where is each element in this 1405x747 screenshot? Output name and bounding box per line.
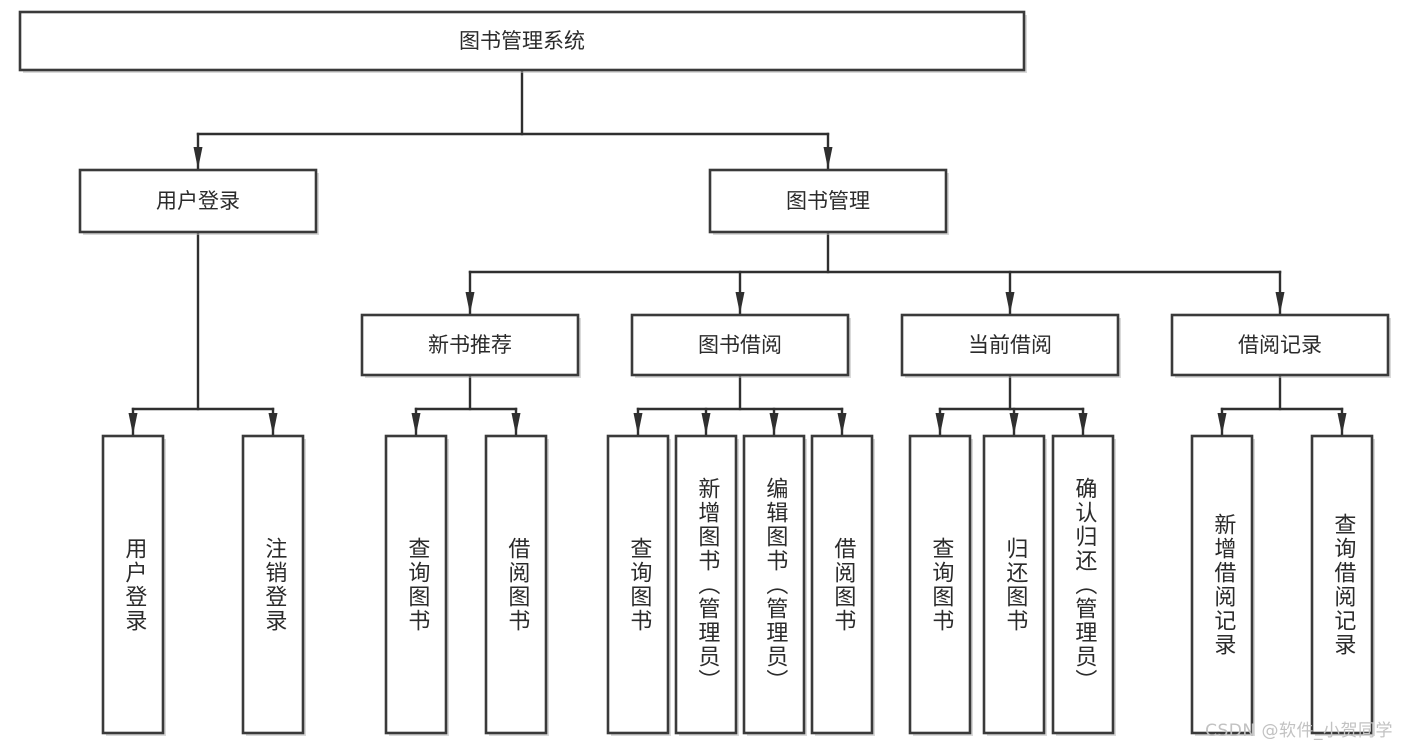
node-box-leaf-confirm-return[interactable] (1051, 434, 1115, 735)
arrowhead-icon-new-book-recommend (465, 292, 475, 314)
node-box-leaf-logout-login[interactable] (241, 434, 305, 735)
arrowhead-icon-leaf-add-book (701, 413, 711, 435)
node-box-leaf-user-login[interactable] (101, 434, 165, 735)
arrowhead-icon-leaf-query-book-borrow (633, 413, 643, 435)
arrowhead-icon-leaf-query-book-current (935, 413, 945, 435)
node-box-borrow-record[interactable] (1170, 313, 1390, 377)
node-label-current-borrow: 当前借阅 (968, 333, 1052, 357)
arrowhead-icon-borrow-record (1275, 292, 1285, 314)
arrowhead-icon-user-login (193, 147, 203, 169)
arrowhead-icon-leaf-borrow-book (837, 413, 847, 435)
node-box-leaf-edit-book[interactable] (742, 434, 806, 735)
watermark-text: CSDN @软件_小贺同学 (1205, 721, 1393, 741)
arrowhead-icon-leaf-return-book (1009, 413, 1019, 435)
node-box-user-login[interactable] (78, 168, 318, 234)
node-box-leaf-borrow-book[interactable] (810, 434, 874, 735)
node-box-current-borrow[interactable] (900, 313, 1120, 377)
node-box-layer (18, 10, 1391, 736)
arrowhead-icon-leaf-query-borrow-record (1337, 413, 1347, 435)
node-box-book-borrow[interactable] (630, 313, 850, 377)
arrowhead-icon-leaf-edit-book (769, 413, 779, 435)
node-label-book-management: 图书管理 (786, 189, 870, 213)
node-box-new-book-recommend[interactable] (360, 313, 580, 377)
node-label-borrow-record: 借阅记录 (1238, 333, 1322, 357)
node-box-leaf-query-book-borrow[interactable] (606, 434, 670, 735)
arrowhead-icon-leaf-borrow-book-recommend (511, 413, 521, 435)
node-box-leaf-add-borrow-record[interactable] (1190, 434, 1254, 735)
arrowhead-icon-book-management (823, 147, 833, 169)
node-box-root[interactable] (18, 10, 1026, 72)
node-box-leaf-query-book-recommend[interactable] (384, 434, 448, 735)
node-box-leaf-add-book[interactable] (674, 434, 738, 735)
arrowhead-icon-leaf-confirm-return (1078, 413, 1088, 435)
arrowhead-icon-leaf-user-login (128, 413, 138, 435)
node-label-user-login: 用户登录 (156, 189, 240, 213)
connector-layer (128, 68, 1347, 437)
node-label-new-book-recommend: 新书推荐 (428, 333, 512, 357)
node-box-leaf-query-book-current[interactable] (908, 434, 972, 735)
node-box-book-management[interactable] (708, 168, 948, 234)
arrowhead-icon-current-borrow (1005, 292, 1015, 314)
node-box-leaf-borrow-book-recommend[interactable] (484, 434, 548, 735)
arrowhead-icon-leaf-query-book-recommend (411, 413, 421, 435)
node-label-root: 图书管理系统 (459, 29, 585, 53)
arrowhead-icon-leaf-add-borrow-record (1217, 413, 1227, 435)
arrowhead-icon-leaf-logout-login (268, 413, 278, 435)
arrowhead-icon-book-borrow (735, 292, 745, 314)
node-label-book-borrow: 图书借阅 (698, 333, 782, 357)
node-box-leaf-return-book[interactable] (982, 434, 1046, 735)
node-box-leaf-query-borrow-record[interactable] (1310, 434, 1374, 735)
